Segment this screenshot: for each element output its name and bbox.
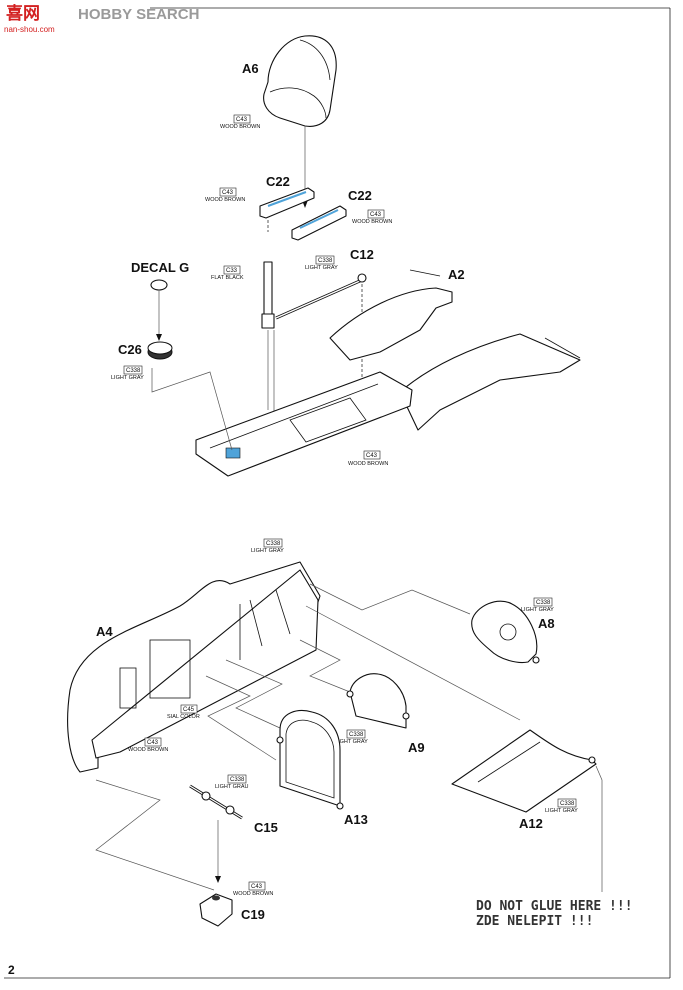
color-name-a12: LIGHT GRAY [545,808,578,814]
color-code-a6: C43 [236,117,248,123]
part-a13 [276,710,344,810]
label-a9: A9 [408,740,425,755]
color-box-c22-left [219,187,237,197]
part-c15 [189,784,243,883]
part-c33-stick [261,261,275,420]
label-c26: C26 [118,342,142,357]
label-a4: A4 [96,624,113,639]
label-a6: A6 [242,61,259,76]
color-name-c15: LIGHT GRAU [215,784,249,790]
color-code-c26: C338 [126,368,141,374]
label-c15: C15 [254,820,278,835]
note-zde-nelepit: ZDE NELEPIT !!! [476,914,593,929]
part-a9 [346,673,410,729]
color-code-a9: C338 [349,732,364,738]
color-code-c22-right: C43 [370,212,382,218]
color-box-floor [363,450,381,460]
note-do-not-glue: DO NOT GLUE HERE !!! [476,899,633,914]
part-c19 [199,893,233,927]
color-code-c19: C43 [251,884,263,890]
logo-glyphs: 喜网 [6,4,40,23]
color-code-floor: C43 [366,453,378,459]
part-c26 [147,341,233,451]
label-c19: C19 [241,907,265,922]
color-box-c33 [223,265,241,275]
label-c22-left: C22 [266,174,290,189]
color-code-sial: C45 [183,707,195,713]
page-border [4,7,671,979]
color-box-c26 [123,365,143,375]
label-a8: A8 [538,616,555,631]
color-name-c26: LIGHT GRAY [111,375,144,381]
color-code-a8: C338 [536,600,551,606]
part-a4-bulkhead [67,561,321,891]
color-box-c22-right [367,209,385,219]
color-box-a9 [346,729,366,739]
color-box-c12 [315,255,335,265]
color-name-c22-left: WOOD BROWN [205,197,245,203]
color-name-c22-right: WOOD BROWN [352,219,392,225]
color-name-floor: WOOD BROWN [348,461,388,467]
color-box-sial [180,704,198,714]
label-c22-right: C22 [348,188,372,203]
label-a12: A12 [519,816,543,831]
color-code-c22-left: C43 [222,190,234,196]
part-a2-fuselage [329,269,581,431]
label-a13: A13 [344,812,368,827]
part-c12-bar [275,273,367,382]
label-a2: A2 [448,267,465,282]
label-c12: C12 [350,247,374,262]
color-box-a4-top [263,538,283,548]
color-name-a6: WOOD BROWN [220,124,260,130]
color-box-a12 [557,798,577,808]
color-name-a4-top: LIGHT GRAY [251,548,284,554]
color-box-a4-wood [144,737,162,747]
color-code-c15: C338 [230,777,245,783]
page-number: 2 [8,963,15,977]
color-code-c12: C338 [318,258,333,264]
color-box-a8 [533,597,553,607]
part-cockpit-floor [195,371,413,477]
color-box-c19 [248,881,266,891]
lower-guides [205,583,521,761]
color-name-a4-wood: WOOD BROWN [128,747,168,753]
watermark-brand: HOBBY SEARCH [78,6,199,23]
color-code-a4-wood: C43 [147,740,159,746]
color-name-c12: LIGHT GRAY [305,265,338,271]
color-box-c15 [227,774,247,784]
color-name-a8: LIGHT GRAY [521,607,554,613]
color-name-a9: LIGHT GRAY [335,739,368,745]
part-a12 [451,729,603,892]
color-code-a4-top: C338 [266,541,281,547]
color-name-sial: SIAL COLOR [167,714,200,720]
watermark: 喜网 HOBBY SEARCH nan-shou.com [4,4,199,34]
color-box-a6 [233,114,251,124]
watermark-site: nan-shou.com [4,25,55,34]
color-code-c33: C33 [226,268,238,274]
label-decal-g: DECAL G [131,260,189,275]
color-code-a12: C338 [560,801,575,807]
part-decal-g [150,279,168,341]
part-c22-right [291,205,347,241]
part-a8 [471,600,540,664]
part-c22-left [259,187,315,232]
color-name-c33: FLAT BLACK [211,275,244,281]
color-name-c19: WOOD BROWN [233,891,273,897]
